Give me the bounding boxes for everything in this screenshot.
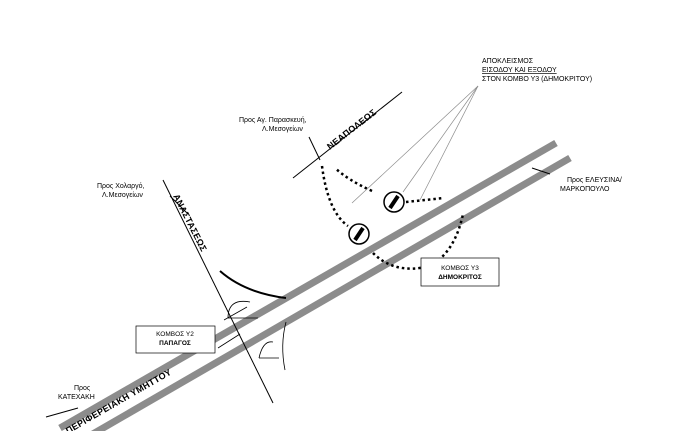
closed-route-arrow-icon — [334, 167, 373, 193]
road-name-neapoleos: ΝΕΑΠΟΛΕΩΣ — [325, 107, 378, 152]
no-entry-sign-icon — [383, 191, 405, 213]
direction-arrow-icon — [45, 407, 79, 418]
no-entry-sign-icon — [348, 223, 370, 245]
direction-cholargos-line2: Λ.Μεσογείων — [102, 191, 143, 199]
direction-katechaki-line2: ΚΑΤΕΧΑΚΗ — [58, 394, 95, 401]
direction-ag-paraskevi-line1: Προς Αγ. Παρασκευή, — [239, 117, 307, 124]
direction-katechaki-line1: Προς — [74, 385, 91, 392]
direction-elefsina-line1: Προς ΕΛΕΥΣΙΝΑ/ — [567, 177, 622, 184]
closure-notice: ΑΠΟΚΛΕΙΣΜΟΣ ΕΙΣΟΔΟΥ ΚΑΙ ΕΞΟΔΟΥ ΣΤΟΝ ΚΟΜΒ… — [482, 58, 592, 83]
motorway-lane-north — [58, 139, 558, 431]
notice-line-2: ΕΙΣΟΔΟΥ ΚΑΙ ΕΞΟΔΟΥ — [482, 67, 557, 74]
direction-arrow-icon — [169, 195, 189, 215]
direction-cholargos-line1: Προς Χολαργό, — [97, 182, 144, 190]
junction-y3-title: ΚΟΜΒΟΣ Υ3 — [441, 265, 479, 272]
closed-routes-y3 — [320, 165, 465, 270]
direction-arrow-icon — [308, 136, 321, 161]
direction-arrow-icon — [531, 167, 551, 175]
street-neapoleos — [292, 91, 403, 179]
junction-y3-name: ΔΗΜΟΚΡΙΤΟΣ — [438, 274, 482, 281]
notice-line-3: ΣΤΟΝ ΚΟΜΒΟ Υ3 (ΔΗΜΟΚΡΙΤΟΥ) — [482, 76, 592, 83]
direction-elefsina-line2: ΜΑΡΚΟΠΟΥΛΟ — [560, 186, 610, 193]
road-name-anastaseos: ΑΝΑΣΤΑΣΕΩΣ — [171, 192, 209, 253]
interchange-y2-ramps — [217, 270, 287, 371]
notice-line-1: ΑΠΟΚΛΕΙΣΜΟΣ — [482, 58, 534, 65]
motorway-lane-south — [90, 154, 572, 431]
junction-y2-name: ΠΑΠΑΓΟΣ — [159, 340, 191, 347]
motorway-ymittou — [58, 139, 572, 431]
junction-box-y2: ΚΟΜΒΟΣ Υ2 ΠΑΠΑΓΟΣ — [135, 325, 216, 354]
notice-callout-lines — [351, 85, 479, 204]
street-anastaseos — [162, 179, 274, 404]
junction-y2-title: ΚΟΜΒΟΣ Υ2 — [156, 331, 194, 338]
direction-ag-paraskevi-line2: Λ.Μεσογείων — [262, 125, 303, 133]
junction-box-y3: ΚΟΜΒΟΣ Υ3 ΔΗΜΟΚΡΙΤΟΣ — [420, 257, 500, 287]
